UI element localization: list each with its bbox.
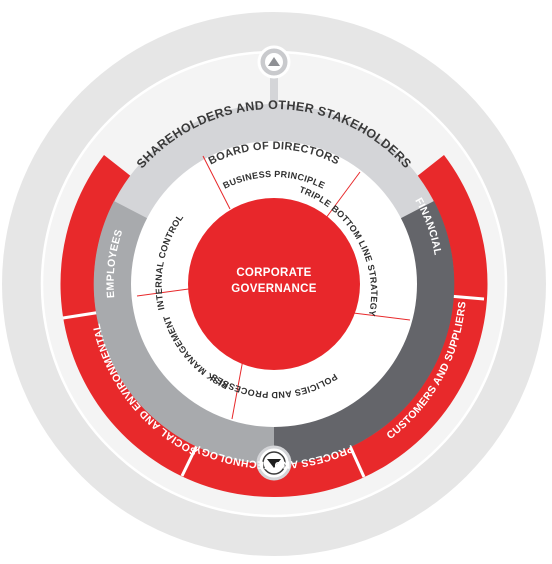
core-label-line1: CORPORATE [236, 267, 311, 279]
up-arrow-icon [257, 45, 291, 106]
core-label-line2: GOVERNANCE [231, 283, 316, 295]
down-arrow-icon [256, 445, 292, 481]
core-circle [188, 198, 360, 370]
inner-dividers [136, 155, 411, 420]
